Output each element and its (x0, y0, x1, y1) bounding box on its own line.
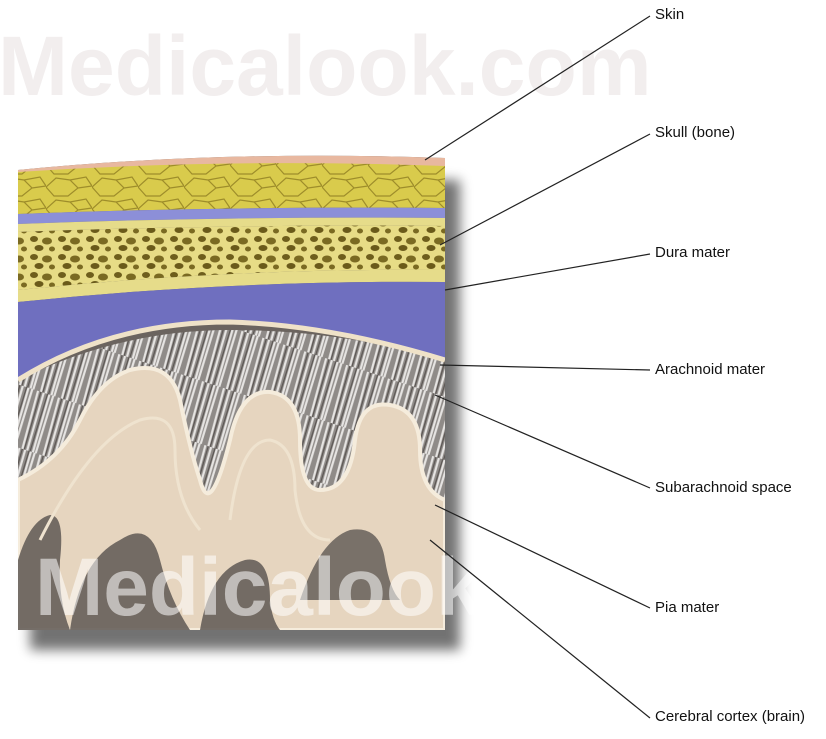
leader-subarachnoid (435, 395, 650, 488)
watermark-top: Medicalook.com (0, 19, 652, 113)
label-dura-mater: Dura mater (655, 244, 730, 262)
label-skull: Skull (bone) (655, 124, 735, 142)
label-arachnoid-mater: Arachnoid mater (655, 361, 765, 379)
watermark-bottom: Medicalook.com (35, 542, 673, 633)
label-skin: Skin (655, 6, 684, 24)
label-subarachnoid-space: Subarachnoid space (655, 479, 792, 497)
leader-dura (445, 254, 650, 290)
skull-outer-layer (18, 163, 445, 214)
leader-arachnoid (440, 365, 650, 370)
leader-skull (440, 134, 650, 245)
label-pia-mater: Pia mater (655, 599, 719, 617)
label-cerebral-cortex: Cerebral cortex (brain) (655, 708, 805, 726)
